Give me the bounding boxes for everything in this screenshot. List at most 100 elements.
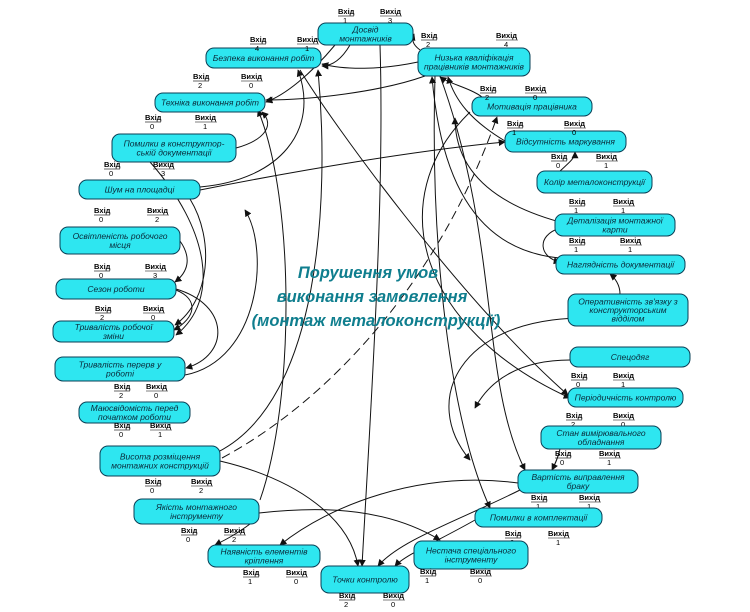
factor-node-label: Колір металоконструкції: [544, 177, 646, 187]
in-degree-head: Bxiд: [104, 160, 121, 169]
out-degree-value: 0: [154, 391, 158, 400]
out-degree-head: Вихiд: [150, 421, 171, 430]
out-degree-head: Вихiд: [195, 113, 216, 122]
out-degree-value: 1: [203, 122, 207, 131]
out-degree-value: 0: [151, 313, 155, 322]
relation-edge: [377, 489, 521, 567]
in-degree-value: 1: [574, 245, 578, 254]
out-degree-head: Вихiд: [564, 119, 585, 128]
factor-node-label: роботі: [105, 368, 135, 378]
in-degree-head: Bxiд: [114, 382, 131, 391]
in-degree-value: 1: [536, 502, 540, 511]
factor-node-box: [99, 445, 221, 477]
in-degree-value: 2: [571, 420, 575, 429]
factor-node-label: Мотивація працівника: [487, 102, 577, 112]
out-degree-head: Вихiд: [613, 197, 634, 206]
relation-edge: [217, 69, 323, 453]
in-degree-head: Bxiд: [250, 35, 267, 44]
factor-node-nestacha[interactable]: Нестача спеціальногоінструментуBxiд1Вихi…: [413, 540, 529, 585]
factor-node-label: Помилки в конструктор-: [124, 139, 225, 149]
relation-edge: [235, 111, 269, 149]
out-degree-head: Вихiд: [224, 526, 245, 535]
factor-node-box: [154, 92, 266, 113]
factor-node-box: [536, 170, 653, 194]
factor-node-label: Безпека виконання робіт: [213, 53, 314, 63]
relation-edge: [542, 227, 561, 265]
factor-node-box: [78, 179, 201, 200]
out-degree-value: 0: [294, 577, 298, 586]
factor-node-label: ській документації: [137, 147, 213, 157]
relation-edge: [551, 448, 561, 471]
relation-edge: [258, 509, 441, 541]
factor-node-box: [320, 565, 410, 594]
out-degree-value: 1: [621, 206, 625, 215]
in-degree-value: 0: [576, 380, 580, 389]
in-degree-head: Bxiд: [338, 7, 355, 16]
factor-node-label: Висота розміщення: [120, 452, 201, 462]
out-degree-value: 1: [604, 161, 608, 170]
out-degree-value: 3: [388, 16, 392, 25]
factor-node-label: монтажних конструкцій: [111, 460, 209, 470]
factor-node-label: Наглядність документації: [567, 260, 675, 270]
factor-node-pomylky_doc[interactable]: Помилки в конструктор-ській документації…: [111, 113, 237, 163]
in-degree-head: Bxiд: [507, 119, 524, 128]
factor-node-box: [417, 47, 531, 77]
relation-edge: [448, 317, 581, 461]
out-degree-head: Вихiд: [147, 206, 168, 215]
in-degree-head: Bxiд: [243, 568, 260, 577]
factor-node-label: Нестача спеціального: [426, 546, 516, 556]
factor-node-zviazok[interactable]: Оперативність зв'язку зконструкторськимв…: [567, 293, 689, 327]
factor-node-label: Деталізація монтажної: [566, 216, 663, 226]
dashed-relation-edge: [221, 116, 499, 459]
factor-node-label: Тривалість перерв у: [79, 360, 162, 370]
in-degree-value: 4: [255, 44, 259, 53]
out-degree-value: 0: [391, 600, 395, 609]
in-degree-value: 0: [109, 169, 113, 178]
factor-node-label: Досвід: [352, 25, 379, 35]
in-degree-head: Bxiд: [551, 152, 568, 161]
factor-node-label: Стан вимірювального: [556, 428, 646, 438]
factor-node-pomylky_kompl[interactable]: Помилки в комплектаціїBxiд2Вихiд1: [474, 507, 603, 547]
out-degree-value: 1: [158, 430, 162, 439]
out-degree-head: Вихiд: [496, 31, 517, 40]
in-degree-value: 1: [574, 206, 578, 215]
in-degree-head: Bxiд: [145, 113, 162, 122]
factor-node-label: карти: [602, 224, 628, 234]
factor-node-label: інструменту: [445, 554, 499, 564]
factor-node-box: [59, 226, 181, 255]
out-degree-value: 0: [249, 81, 253, 90]
in-degree-value: 0: [99, 271, 103, 280]
